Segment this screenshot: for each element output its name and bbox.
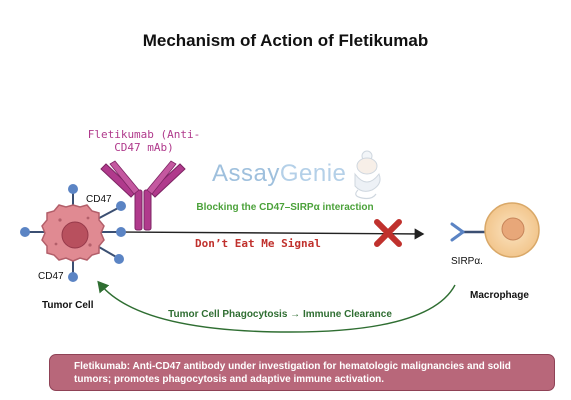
- logo-part-genie: Genie: [279, 160, 347, 187]
- dont-eat-me-label: Don’t Eat Me Signal: [195, 237, 321, 250]
- antibody-label: Fletikumab (Anti-CD47 mAb): [87, 128, 201, 154]
- dont-eat-me-arrow: [122, 228, 425, 240]
- tumor-cell: [41, 204, 105, 262]
- page-title: Mechanism of Action of Fletikumab: [142, 31, 429, 50]
- phagocytosis-arrow: [97, 280, 456, 333]
- sirpa-receptor-icon: [450, 222, 486, 242]
- macrophage-label: Macrophage: [470, 290, 529, 301]
- tumor-cell-label: Tumor Cell: [42, 300, 94, 311]
- tumor-nucleus: [61, 221, 89, 249]
- assay-genie-logo: AssayGenie: [212, 160, 346, 188]
- red-x-icon: [374, 219, 402, 247]
- blocking-label: Blocking the CD47–SIRPα interaction: [196, 202, 374, 213]
- phagocytosis-label: Tumor Cell Phagocytosis → Immune Clearan…: [168, 309, 392, 320]
- cd47-label-top: CD47: [86, 194, 112, 205]
- genie-icon: [354, 150, 381, 200]
- logo-part-assay: Assay: [212, 160, 280, 187]
- macrophage-cell: [484, 202, 540, 258]
- sirpa-label: SIRPα.: [451, 256, 483, 267]
- antibody-icon: [100, 160, 186, 231]
- cd47-label-bottom: CD47: [38, 271, 64, 282]
- summary-box: Fletikumab: Anti-CD47 antibody under inv…: [49, 354, 555, 391]
